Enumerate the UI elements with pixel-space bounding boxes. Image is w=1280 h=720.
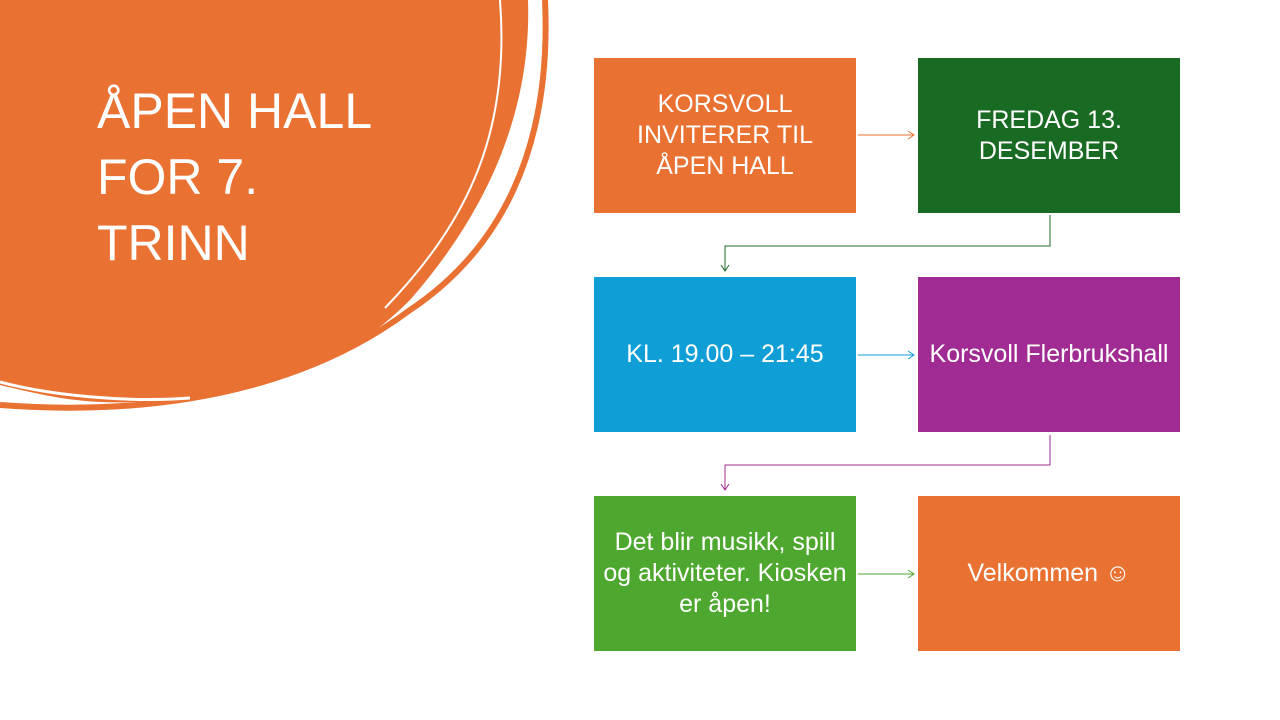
step-invite: KORSVOLL INVITERER TIL ÅPEN HALL bbox=[594, 58, 856, 213]
title-line: ÅPEN HALL bbox=[97, 83, 373, 139]
step-time: KL. 19.00 – 21:45 bbox=[594, 277, 856, 432]
white-inner-line bbox=[0, 380, 191, 401]
step-welcome: Velkommen ☺ bbox=[918, 496, 1180, 651]
step-location: Korsvoll Flerbrukshall bbox=[918, 277, 1180, 432]
step-text: Velkommen ☺ bbox=[967, 559, 1131, 587]
step-text: KL. 19.00 – 21:45 bbox=[626, 340, 824, 368]
connector-3-4 bbox=[858, 350, 915, 360]
connector-4-5 bbox=[720, 435, 1051, 491]
connector-2-3 bbox=[720, 215, 1051, 272]
orange-outer-stroke bbox=[0, 0, 549, 411]
connector-5-6 bbox=[858, 569, 915, 579]
step-date: FREDAG 13. DESEMBER bbox=[918, 58, 1180, 213]
slide-title: ÅPEN HALL FOR 7. TRINN bbox=[97, 78, 457, 276]
title-line: FOR 7. bbox=[97, 149, 259, 205]
title-line: TRINN bbox=[97, 215, 250, 271]
step-text: KORSVOLL INVITERER TIL ÅPEN HALL bbox=[637, 90, 813, 180]
step-activities: Det blir musikk, spill og aktiviteter. K… bbox=[594, 496, 856, 651]
connector-1-2 bbox=[858, 130, 915, 140]
orange-blob-shape bbox=[0, 0, 529, 403]
white-accent-line bbox=[384, 0, 503, 309]
step-text: Det blir musikk, spill og aktiviteter. K… bbox=[603, 528, 847, 618]
step-text: Korsvoll Flerbrukshall bbox=[929, 340, 1169, 368]
step-text: FREDAG 13. DESEMBER bbox=[976, 105, 1122, 165]
